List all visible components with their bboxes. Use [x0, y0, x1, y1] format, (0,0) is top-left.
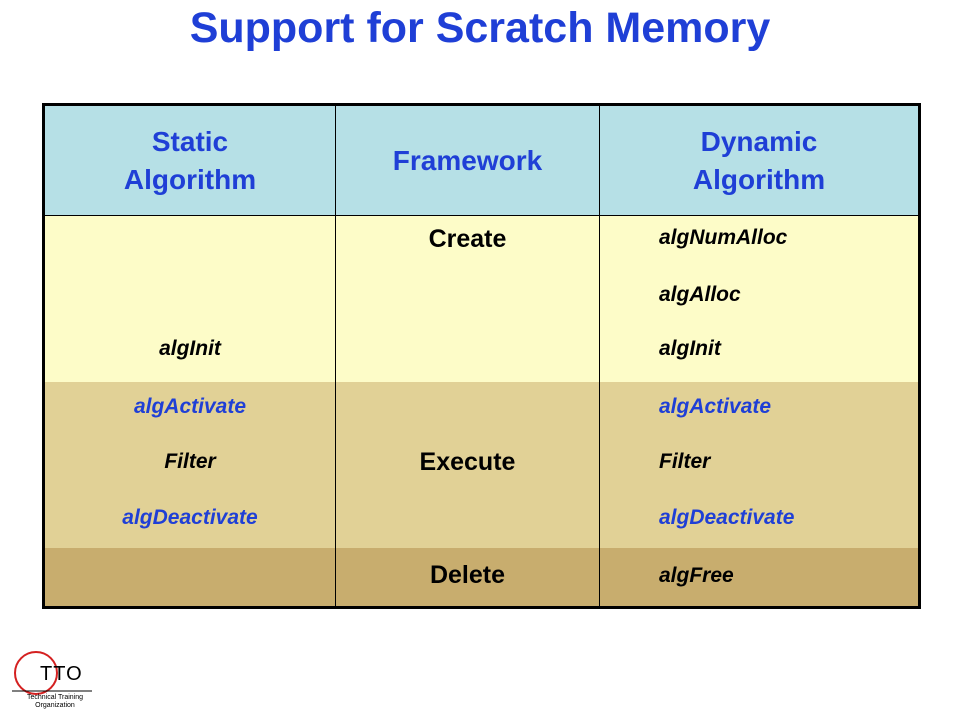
create-static-cell: algInit — [43, 215, 336, 382]
delete-static-cell — [43, 548, 336, 608]
delete-phase-label: Delete — [429, 561, 506, 589]
tto-logo: TTO Technical Training Organization — [10, 650, 100, 712]
header-row: Static Algorithm Framework Dynamic Algor… — [43, 104, 920, 216]
create-row: algInit Create algNumAlloc algAlloc algI… — [43, 215, 920, 382]
header-static-algorithm: Static Algorithm — [43, 104, 336, 216]
delete-row: Delete algFree — [43, 548, 920, 608]
execute-phase-label: Execute — [419, 448, 516, 476]
header-static-line1: Static — [151, 125, 229, 157]
logo-mark: TTO — [40, 663, 83, 685]
header-dynamic-line2: Algorithm — [692, 163, 826, 195]
delete-dynamic-item: algFree — [659, 564, 734, 587]
create-dynamic-cell: algNumAlloc algAlloc algInit — [599, 215, 920, 382]
logo-subtitle-line2: Organization — [35, 702, 75, 709]
execute-dynamic-item: Filter — [659, 450, 711, 473]
execute-static-item: algDeactivate — [122, 506, 258, 529]
execute-static-item: Filter — [164, 450, 216, 473]
logo-subtitle-line1: Technical Training — [26, 694, 84, 701]
execute-dynamic-item: algDeactivate — [659, 506, 795, 529]
header-dynamic-algorithm: Dynamic Algorithm — [599, 104, 920, 216]
create-dynamic-item: algNumAlloc — [659, 226, 788, 249]
create-dynamic-item: algInit — [659, 337, 721, 360]
create-phase-label: Create — [428, 225, 507, 253]
header-framework-label: Framework — [392, 144, 543, 176]
create-framework-cell: Create — [335, 215, 600, 382]
delete-framework-cell: Delete — [335, 548, 600, 608]
header-dynamic-line1: Dynamic — [700, 125, 818, 157]
header-framework: Framework — [335, 104, 600, 216]
create-static-item: algInit — [159, 337, 221, 360]
delete-dynamic-cell: algFree — [599, 548, 920, 608]
header-static-line2: Algorithm — [123, 163, 257, 195]
execute-static-cell: algActivate Filter algDeactivate — [43, 382, 336, 548]
execute-dynamic-cell: algActivate Filter algDeactivate — [599, 382, 920, 548]
create-dynamic-item: algAlloc — [659, 283, 741, 306]
execute-framework-cell: Execute — [335, 382, 600, 548]
logo-ring-icon — [12, 651, 92, 695]
execute-row: algActivate Filter algDeactivate Execute… — [43, 382, 920, 548]
scratch-memory-table: Static Algorithm Framework Dynamic Algor… — [42, 103, 921, 609]
slide-title: Support for Scratch Memory — [189, 4, 771, 52]
execute-static-item: algActivate — [133, 395, 247, 418]
execute-dynamic-item: algActivate — [659, 395, 772, 418]
